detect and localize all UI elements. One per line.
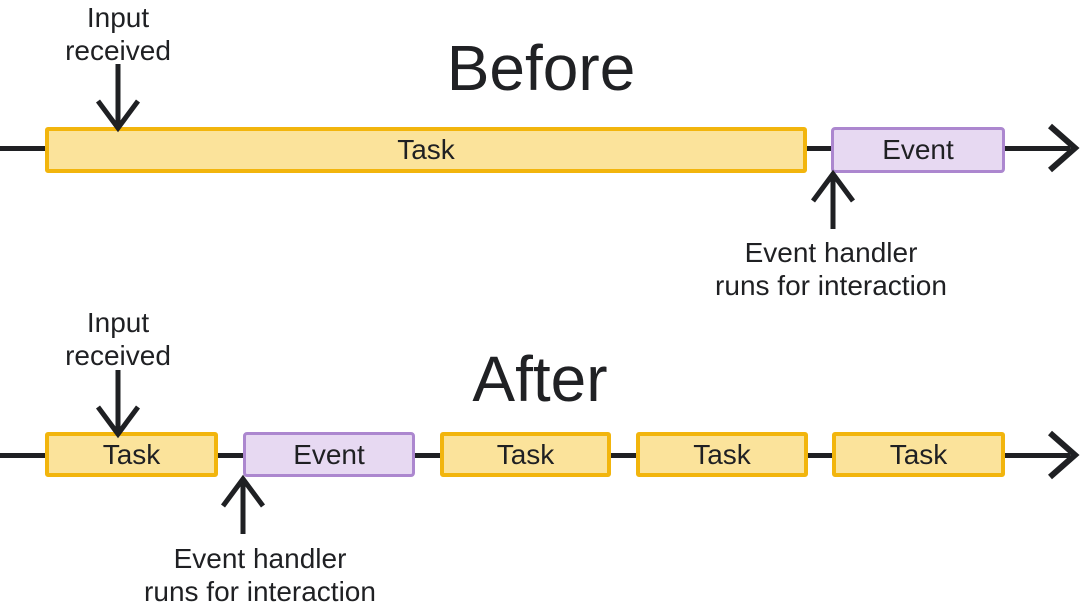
task-bar-label: Task [496,438,555,470]
task-bar-label: Task [889,438,948,470]
before-title: Before [446,32,636,104]
before-input-received-label: Input received [65,1,171,67]
after-task-bar-2: Task [440,432,611,477]
timeline-arrowhead-icon [1048,430,1080,480]
after-event-bar: Event [243,432,415,477]
input-label-line2: received [65,340,171,371]
input-label-line1: Input [86,307,150,338]
task-bar-label: Task [397,134,455,165]
input-label-line1: Input [86,2,150,33]
after-event-handler-label: Event handler runs for interaction [144,542,376,605]
arrow-up-icon [810,169,856,229]
arrow-down-icon [95,64,141,133]
handler-label-line1: Event handler [744,237,918,268]
handler-label-line2: runs for interaction [715,270,947,301]
event-bar-label: Event [293,438,365,470]
after-task-bar-4: Task [832,432,1005,477]
after-title: After [472,343,608,415]
after-task-bar-3: Task [636,432,808,477]
task-bar-label: Task [693,438,751,470]
after-task-bar-1: Task [45,432,218,477]
after-input-received-label: Input received [65,306,171,372]
timeline-arrowhead-icon [1048,123,1080,173]
before-event-bar: Event [831,127,1005,173]
handler-label-line1: Event handler [173,543,347,574]
arrow-up-icon [220,474,266,534]
task-bar-label: Task [102,438,161,470]
handler-label-line2: runs for interaction [144,576,376,605]
input-label-line2: received [65,35,171,66]
event-bar-label: Event [882,134,954,165]
arrow-down-icon [95,370,141,439]
before-task-bar: Task [45,127,807,173]
before-event-handler-label: Event handler runs for interaction [715,236,947,302]
